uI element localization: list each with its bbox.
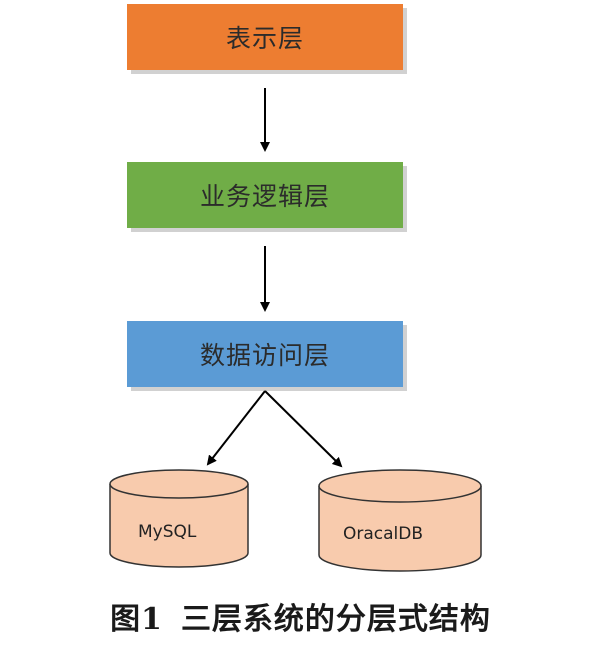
db-mysql-cylinder bbox=[109, 469, 249, 568]
layer-presentation: 表示层 bbox=[127, 4, 403, 70]
layer-business-logic: 业务逻辑层 bbox=[127, 162, 403, 228]
layer-data-access: 数据访问层 bbox=[127, 321, 403, 387]
figure-title: 三层系统的分层式结构 bbox=[180, 602, 491, 637]
db-mysql-body bbox=[109, 484, 249, 568]
arrow-data-to-oracle bbox=[264, 390, 343, 468]
db-oracle-cylinder bbox=[318, 469, 482, 572]
db-mysql-top bbox=[109, 469, 249, 499]
figure-caption: 图1 三层系统的分层式结构 bbox=[0, 594, 601, 638]
db-oracle-body bbox=[318, 486, 482, 572]
db-mysql-label: MySQL bbox=[138, 522, 197, 542]
db-oracle-label: OracalDB bbox=[343, 524, 424, 544]
arrow-data-to-mysql bbox=[206, 390, 266, 466]
figure-number: 图1 bbox=[110, 602, 163, 637]
db-oracle-top bbox=[318, 469, 482, 503]
